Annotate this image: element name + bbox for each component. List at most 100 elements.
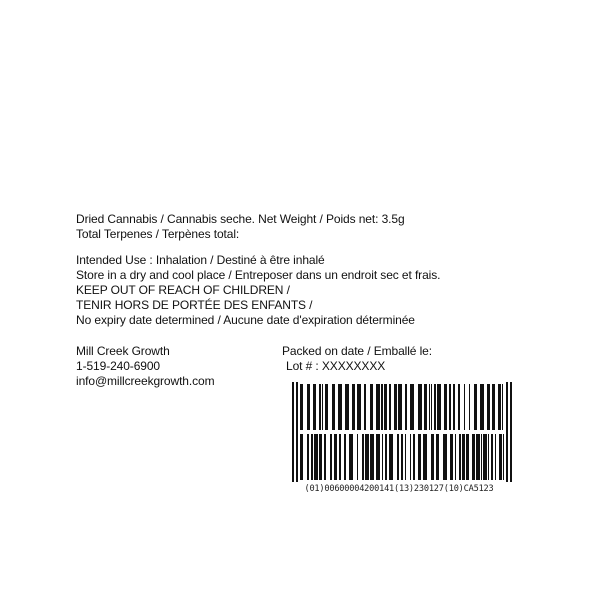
barcode-bar xyxy=(357,384,361,430)
barcode-bar xyxy=(334,434,337,480)
barcode-bar xyxy=(311,434,313,480)
barcode-bar xyxy=(307,384,310,430)
barcode-bar xyxy=(370,434,374,480)
barcode-bar xyxy=(423,434,427,480)
barcode-bar xyxy=(418,434,421,480)
expiry-line: No expiry date determined / Aucune date … xyxy=(76,313,415,327)
barcode-bar xyxy=(382,434,383,480)
barcode-bar xyxy=(483,434,487,480)
barcode-bar xyxy=(319,384,321,430)
barcode-bars xyxy=(292,382,512,482)
barcode-bar xyxy=(437,384,441,430)
barcode-bar xyxy=(464,384,465,430)
barcode-bar xyxy=(405,384,407,430)
barcode-bar xyxy=(462,434,465,480)
barcode-bar xyxy=(455,434,456,480)
barcode-guard-bar xyxy=(296,382,298,482)
barcode-bar xyxy=(466,434,469,480)
barcode xyxy=(284,378,516,496)
barcode-bar xyxy=(424,384,427,430)
lot-number: Lot # : XXXXXXXX xyxy=(286,359,386,373)
barcode-bar xyxy=(385,434,387,480)
barcode-bar xyxy=(389,384,391,430)
barcode-bar xyxy=(488,434,489,480)
warning-line-en: KEEP OUT OF REACH OF CHILDREN / xyxy=(76,283,290,297)
barcode-bar xyxy=(332,384,335,430)
product-description: Dried Cannabis / Cannabis seche. Net Wei… xyxy=(76,212,405,226)
warning-line-fr: TENIR HORS DE PORTÉE DES ENFANTS / xyxy=(76,298,313,312)
barcode-bar xyxy=(365,434,369,480)
barcode-bar xyxy=(431,384,432,430)
barcode-bar xyxy=(459,434,461,480)
barcode-bar xyxy=(502,384,503,430)
barcode-bar xyxy=(362,434,364,480)
barcode-bar xyxy=(338,384,342,430)
barcode-bar xyxy=(381,384,383,430)
barcode-bar xyxy=(499,434,502,480)
barcode-bar xyxy=(357,434,358,480)
storage-line: Store in a dry and cool place / Entrepos… xyxy=(76,268,441,282)
barcode-bar xyxy=(434,384,436,430)
barcode-bar xyxy=(389,434,393,480)
barcode-bar xyxy=(401,434,403,480)
barcode-bar xyxy=(458,384,460,430)
barcode-bar xyxy=(364,384,366,430)
barcode-guard-bar xyxy=(292,382,294,482)
company-email: info@millcreekgrowth.com xyxy=(76,374,215,388)
barcode-bar xyxy=(345,384,349,430)
barcode-bar xyxy=(453,384,455,430)
barcode-bar xyxy=(322,384,323,430)
barcode-bar xyxy=(314,434,318,480)
barcode-bar xyxy=(472,434,475,480)
intended-use-line: Intended Use : Inhalation / Destiné à êt… xyxy=(76,253,325,267)
barcode-bar xyxy=(376,434,380,480)
barcode-bar xyxy=(330,434,332,480)
barcode-bar xyxy=(376,384,380,430)
barcode-text: (01)00600004200141(13)230127(10)CA5123 xyxy=(304,484,494,494)
barcode-bar xyxy=(436,434,439,480)
barcode-bar xyxy=(349,434,353,480)
barcode-bar xyxy=(405,434,406,480)
barcode-bar xyxy=(469,384,470,430)
barcode-bar xyxy=(429,384,430,430)
barcode-bar xyxy=(384,384,387,430)
barcode-bar xyxy=(307,434,309,480)
barcode-bar xyxy=(481,434,482,480)
barcode-bar xyxy=(476,434,480,480)
barcode-bar xyxy=(487,384,490,430)
barcode-bar xyxy=(325,384,328,430)
barcode-bar xyxy=(339,434,341,480)
barcode-bar xyxy=(450,434,453,480)
barcode-bar xyxy=(410,384,414,430)
barcode-bar xyxy=(418,384,422,430)
barcode-bar xyxy=(444,384,447,430)
barcode-bar xyxy=(300,384,303,430)
barcode-bar xyxy=(324,434,326,480)
company-name: Mill Creek Growth xyxy=(76,344,170,358)
barcode-guard-bar xyxy=(506,382,508,482)
barcode-bar xyxy=(344,434,346,480)
barcode-bar xyxy=(491,434,493,480)
barcode-guard-bar xyxy=(510,382,512,482)
barcode-bar xyxy=(319,434,322,480)
barcode-bar xyxy=(495,434,496,480)
barcode-bar xyxy=(313,384,316,430)
barcode-bar xyxy=(352,384,355,430)
company-phone: 1-519-240-6900 xyxy=(76,359,161,373)
barcode-bar xyxy=(498,384,501,430)
barcode-bar xyxy=(474,384,477,430)
terpenes-line: Total Terpenes / Terpènes total: xyxy=(76,227,240,241)
barcode-bar xyxy=(431,434,434,480)
barcode-bar xyxy=(492,384,495,430)
barcode-bar xyxy=(370,384,373,430)
packed-on-date: Packed on date / Emballé le: xyxy=(282,344,432,358)
barcode-bar xyxy=(503,434,504,480)
barcode-bar xyxy=(300,434,303,480)
barcode-bar xyxy=(394,384,397,430)
barcode-bar xyxy=(443,434,447,480)
barcode-bar xyxy=(398,384,402,430)
barcode-bar xyxy=(410,434,411,480)
barcode-bar xyxy=(480,384,484,430)
barcode-bar xyxy=(413,434,415,480)
